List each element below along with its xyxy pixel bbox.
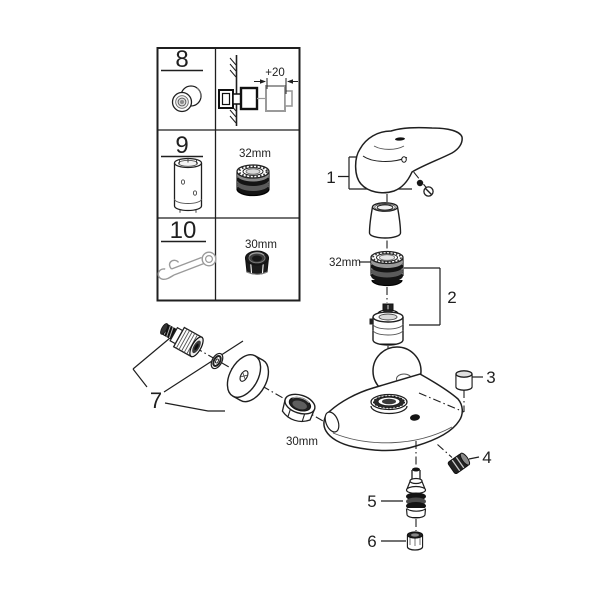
union-nut-30mm (281, 393, 316, 423)
setscrew (423, 186, 434, 197)
item-9-number: 9 (175, 132, 188, 159)
body-crease (332, 426, 453, 444)
callout-4-label: 4 (482, 448, 491, 467)
part-axes (415, 390, 465, 531)
item-10-number: 10 (170, 217, 197, 244)
callout-2-label: 2 (447, 288, 456, 307)
exploded-view: 1 2 3 4 5 6 7 32mm 30mm (132, 126, 496, 551)
s-union (160, 323, 204, 358)
handle-top-slot (395, 137, 405, 141)
spout-outlet (324, 411, 340, 433)
faucet-body (323, 373, 463, 452)
callout-leaders (132, 156, 483, 542)
callout-7-label: 7 (150, 388, 162, 413)
check-valve-insert (447, 452, 471, 475)
30mm-table-label: 30mm (245, 239, 277, 251)
callout-5-label: 5 (367, 492, 376, 511)
cartridge (369, 303, 404, 346)
plug-cylinder (455, 370, 473, 391)
body-screw (410, 414, 420, 421)
union-nut-icon (244, 250, 270, 275)
cartridge-ring-nut-icon (236, 164, 270, 197)
lever-handle (354, 126, 463, 194)
union-washer (210, 352, 224, 370)
extension-nipple-icon (171, 85, 202, 113)
wall-installation-diagram (218, 55, 298, 126)
open-end-wrench-icon (157, 251, 217, 281)
item-8-number: 8 (175, 46, 188, 73)
diverter-cartridge (405, 467, 427, 519)
diverter-knob (406, 531, 424, 551)
handle-cap (368, 202, 402, 239)
32mm-exploded-label: 32mm (329, 257, 361, 269)
32mm-table-label: 32mm (239, 148, 271, 160)
callout-1-label: 1 (326, 168, 335, 187)
30mm-exploded-label: 30mm (286, 436, 318, 448)
setscrew-hole (401, 156, 407, 163)
parts-table: 8 9 10 +20 32mm 30mm (156, 46, 301, 302)
cartridge-ring-nut (370, 250, 404, 287)
callout-3-label: 3 (486, 368, 495, 387)
escutcheon-rosette (226, 354, 270, 403)
ghost-extension-part (265, 85, 286, 112)
extension-sleeve-icon (173, 157, 203, 213)
cartridge-seat-collar (370, 393, 408, 415)
callout-6-label: 6 (367, 532, 376, 551)
plus20-label: +20 (265, 67, 285, 79)
handle-plug (416, 179, 424, 187)
